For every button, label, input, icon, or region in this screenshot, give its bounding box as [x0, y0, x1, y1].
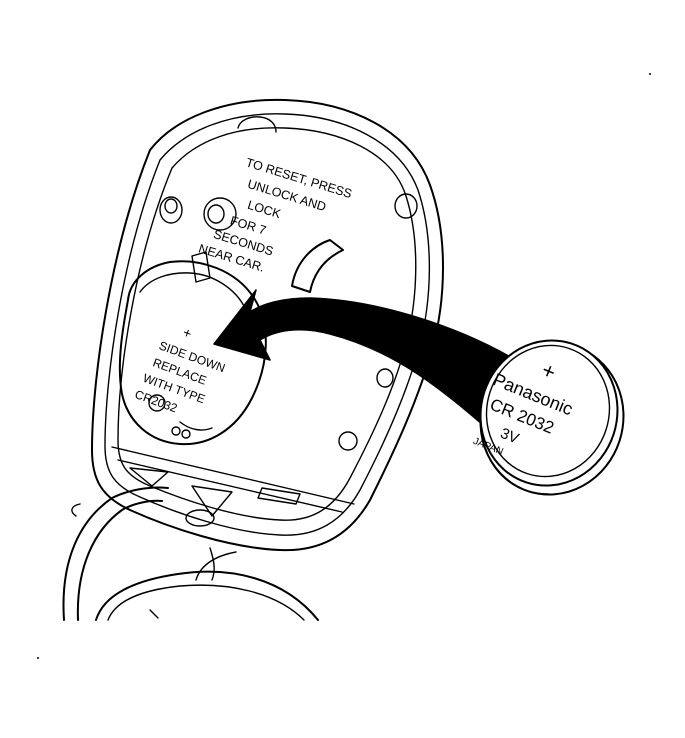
compartment-label: + SIDE DOWN REPLACE WITH TYPE CR2032	[133, 324, 227, 416]
battery-voltage-label: 3V	[498, 425, 521, 448]
fob-housing	[91, 98, 444, 552]
compartment-plus-sign: +	[181, 324, 194, 342]
scan-speck	[649, 73, 651, 75]
insert-direction-arrow	[213, 289, 513, 441]
battery-compartment	[118, 251, 267, 446]
reset-line-3: LOCK	[246, 198, 283, 222]
scan-speck	[37, 657, 39, 659]
fob-lower-body	[62, 486, 319, 621]
coin-battery: + Panasonic CR 2032 3V JAPAN	[471, 339, 625, 496]
